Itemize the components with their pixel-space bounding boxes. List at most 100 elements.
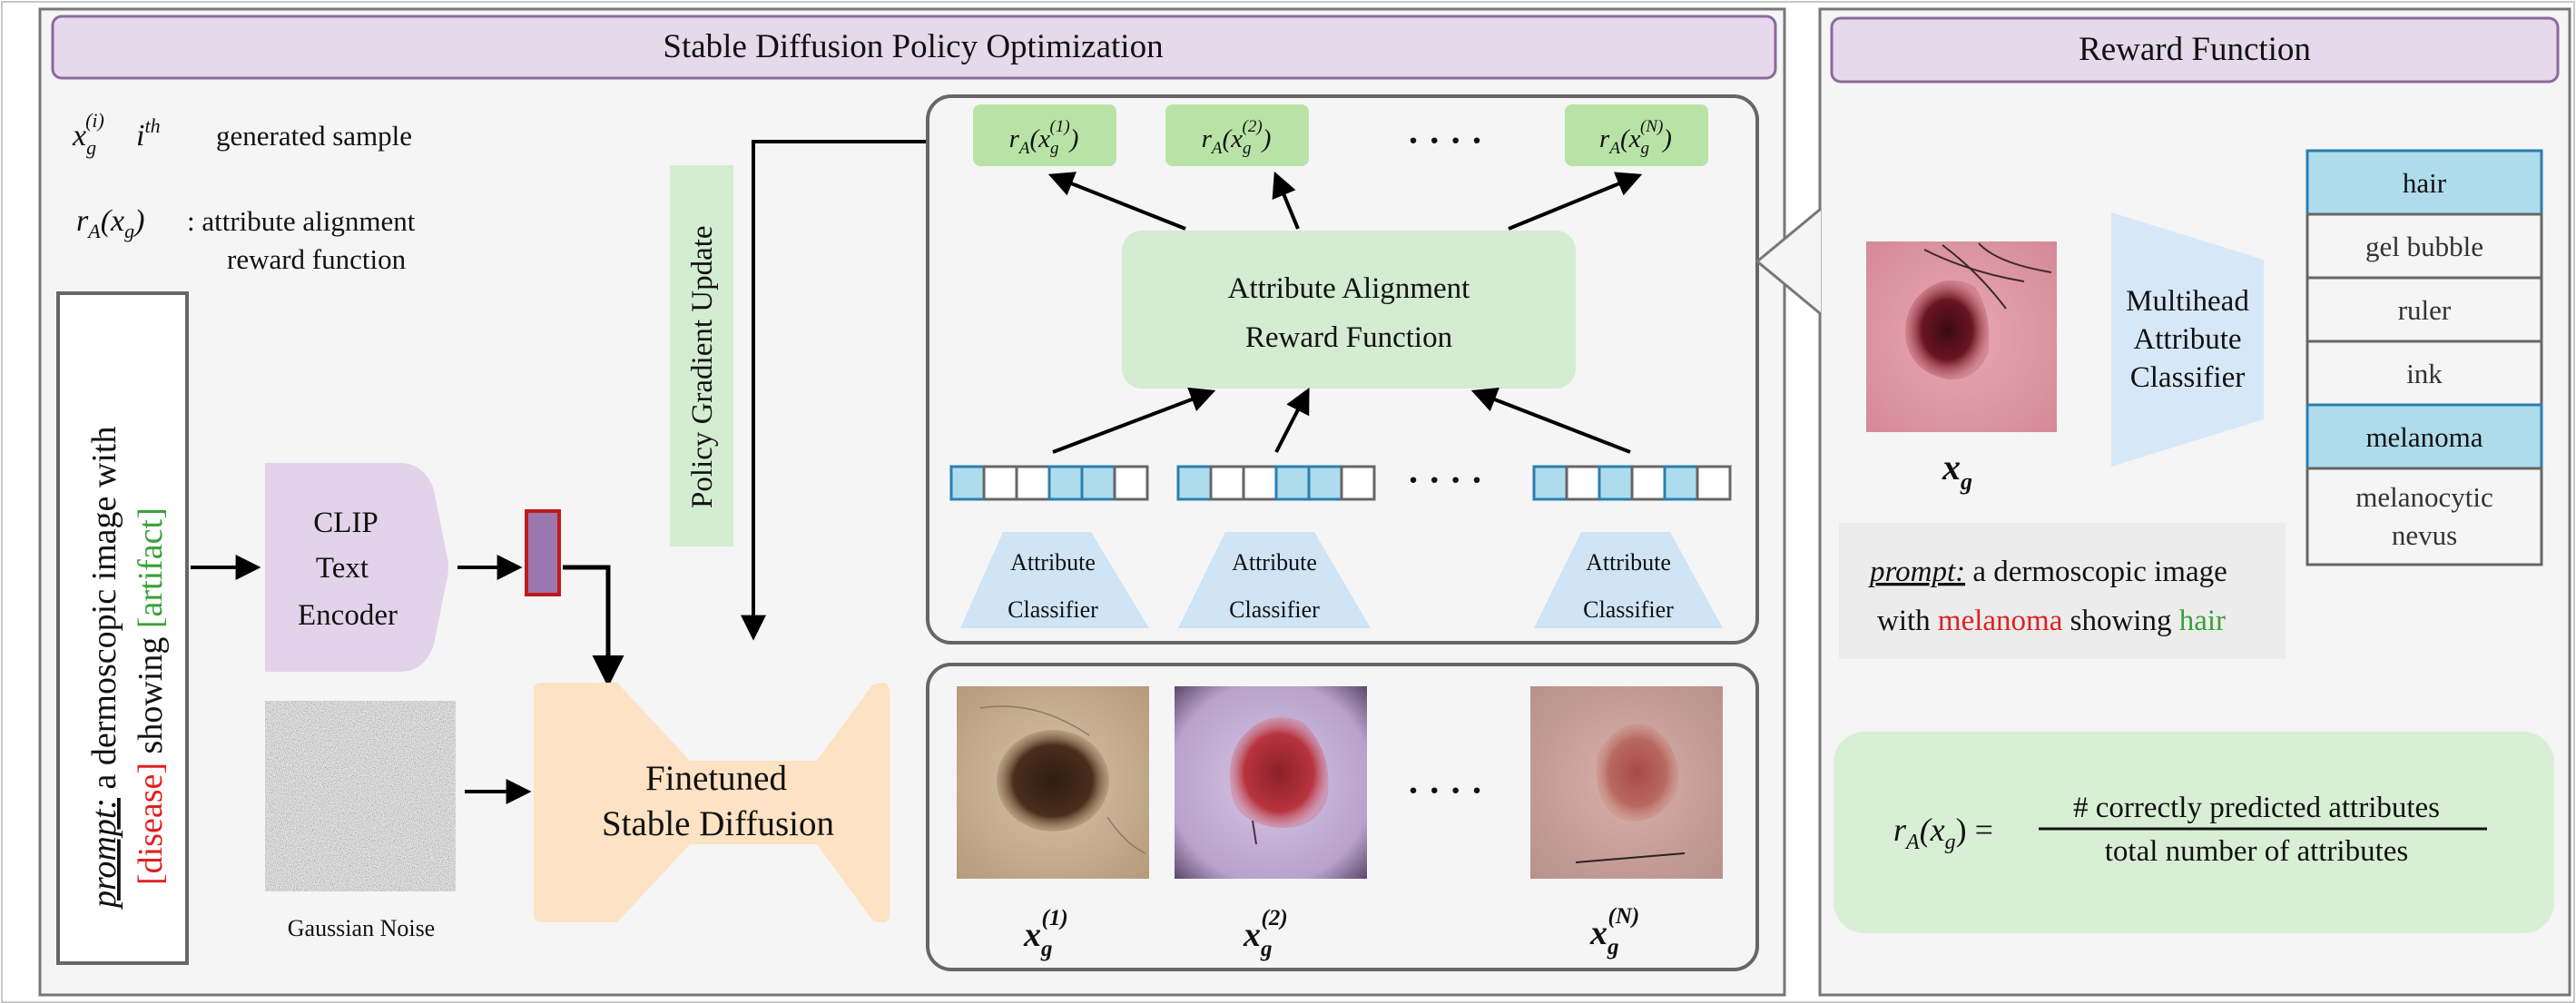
vector-dots: · · · · [1407, 459, 1482, 500]
attribute-row-5 [2306, 403, 2543, 470]
attribute-vector-2-cell-1 [1176, 465, 1213, 501]
arrow-embedding-to-sd [563, 565, 624, 687]
attribute-row-3 [2306, 276, 2543, 343]
reward-label-2: rA(xg(2)) [1202, 117, 1272, 158]
finetuned-sd [534, 683, 890, 922]
classifier-n-line-1: Attribute [1586, 549, 1671, 576]
sd-line-1: Finetuned [645, 759, 787, 798]
sample-label-2: xg(2) [1243, 906, 1288, 961]
multihead-classifier [2111, 212, 2264, 467]
classifier-1-line-2: Classifier [1008, 596, 1098, 623]
sample-image-1 [957, 686, 1149, 879]
attribute-classifiers: Attribute Classifier Attribute Classifie… [960, 532, 1723, 628]
attribute-vector-2-cell-6 [1340, 465, 1376, 501]
sample-dots: · · · · [1407, 770, 1482, 811]
multihead-line-2: Attribute [2133, 323, 2241, 356]
arrow-to-reward-2 [1272, 171, 1300, 230]
sdpo-title-bar [51, 15, 1777, 80]
formula-box [1834, 732, 2554, 933]
attribute-vector-1-cell-3 [1015, 465, 1051, 501]
attribute-vector-3-cell-5 [1663, 465, 1699, 501]
attribute-classifier-1 [960, 532, 1149, 628]
reward-dots: · · · · [1407, 120, 1482, 161]
attribute-label-4: ink [2406, 358, 2443, 389]
arrow-to-reward-n [1508, 172, 1643, 231]
prompt-line-1: prompt: a dermoscopic image with [85, 427, 123, 910]
attribute-row-4 [2306, 340, 2543, 407]
reward-fn-line-1: Attribute Alignment [1228, 272, 1470, 305]
attribute-vector-3-cell-3 [1598, 465, 1634, 501]
attribute-vector-2-cell-3 [1242, 465, 1278, 501]
prompt-line-2: [disease] showing [artifact] [132, 507, 170, 885]
legend-sample-desc: generated sample [216, 120, 412, 152]
legend-reward-desc-1: : attribute alignment [187, 205, 416, 237]
reward-prompt-box [1839, 523, 2286, 659]
attribute-vector-1-cell-5 [1080, 465, 1116, 501]
formula-numerator: # correctly predicted attributes [2073, 792, 2440, 824]
attribute-label-1: hair [2403, 167, 2447, 199]
attribute-label-3: ruler [2398, 294, 2452, 326]
classifier-2-line-2: Classifier [1229, 596, 1320, 623]
reward-label-box-2 [1165, 104, 1309, 166]
sample-image-n [1530, 686, 1723, 879]
attribute-vector-1-cell-4 [1047, 465, 1084, 501]
attribute-label-6-line-1: melanocytic [2355, 481, 2493, 513]
reward-title: Reward Function [2079, 31, 2311, 68]
reward-label-box-n [1565, 104, 1708, 166]
sample-label-1: xg(1) [1023, 906, 1068, 961]
attribute-classifier-2 [1178, 532, 1371, 628]
attribute-vector-3-cell-4 [1630, 465, 1667, 501]
attribute-label-6-line-2: nevus [2392, 519, 2457, 551]
noise-label: Gaussian Noise [288, 915, 435, 941]
clip-line-2: Text [316, 552, 369, 585]
reward-fn-line-2: Reward Function [1245, 321, 1452, 354]
zoom-callout [1757, 209, 1821, 314]
attribute-alignment-box [1122, 231, 1576, 389]
legend-reward-desc-2: reward function [227, 243, 407, 275]
attribute-classifier-n [1534, 532, 1723, 628]
sample-image-2 [1175, 686, 1367, 879]
attribute-vector-2-cell-5 [1307, 465, 1343, 501]
attribute-row-6 [2306, 467, 2543, 566]
sdpo-title: Stable Diffusion Policy Optimization [663, 28, 1163, 65]
attribute-row-2 [2306, 212, 2543, 280]
legend-sample-symbol: xg(i) [72, 109, 104, 159]
reward-prompt-line-2: with melanoma showing hair [1877, 605, 2226, 637]
classifier-n-line-2: Classifier [1583, 596, 1674, 623]
prompt-box [56, 291, 189, 965]
policy-update-label: Policy Gradient Update [686, 225, 719, 508]
text-embedding [525, 509, 561, 596]
attribute-label-2: gel bubble [2365, 231, 2483, 262]
attribute-vector-2-cell-4 [1274, 465, 1311, 501]
reward-image-label: xg [1942, 447, 1972, 495]
gaussian-noise-image [265, 701, 456, 891]
sample-label-n: xg(N) [1589, 904, 1639, 960]
classifier-2-line-1: Attribute [1232, 549, 1317, 576]
attribute-label-5: melanoma [2365, 421, 2483, 453]
arrow-to-reward-1 [1047, 172, 1186, 231]
attribute-vector-3-cell-6 [1696, 465, 1732, 501]
reward-labels: rA(xg(1)) rA(xg(2)) · · · · rA(xg(N)) [973, 104, 1708, 166]
reward-sample-image [1866, 241, 2057, 432]
reward-title-bar [1830, 16, 2560, 84]
legend-ith: ith [136, 114, 161, 153]
arrow-vecn-to-reward [1470, 388, 1631, 454]
classifier-1-line-1: Attribute [1010, 549, 1096, 576]
reward-prompt-line-1: prompt: a dermoscopic image [1868, 556, 2227, 588]
reward-label-1: rA(xg(1)) [1009, 117, 1079, 158]
reward-label-box-1 [973, 104, 1116, 166]
attribute-vector-3-cell-2 [1565, 465, 1601, 501]
attribute-vector-3-cell-1 [1532, 465, 1568, 501]
attribute-vector-2-cell-2 [1209, 465, 1245, 501]
attribute-vectors [949, 465, 1732, 501]
multihead-line-3: Classifier [2130, 361, 2245, 394]
reward-label-n: rA(xg(N)) [1599, 117, 1672, 158]
clip-line-3: Encoder [298, 599, 398, 632]
clip-encoder [265, 463, 448, 672]
multihead-line-1: Multihead [2126, 285, 2249, 318]
arrow-vec1-to-reward [1052, 387, 1216, 454]
attribute-vector-1-cell-6 [1113, 465, 1149, 501]
arrow-policy-update [741, 140, 959, 641]
formula-lhs: rA(xg) = [1893, 812, 1993, 854]
